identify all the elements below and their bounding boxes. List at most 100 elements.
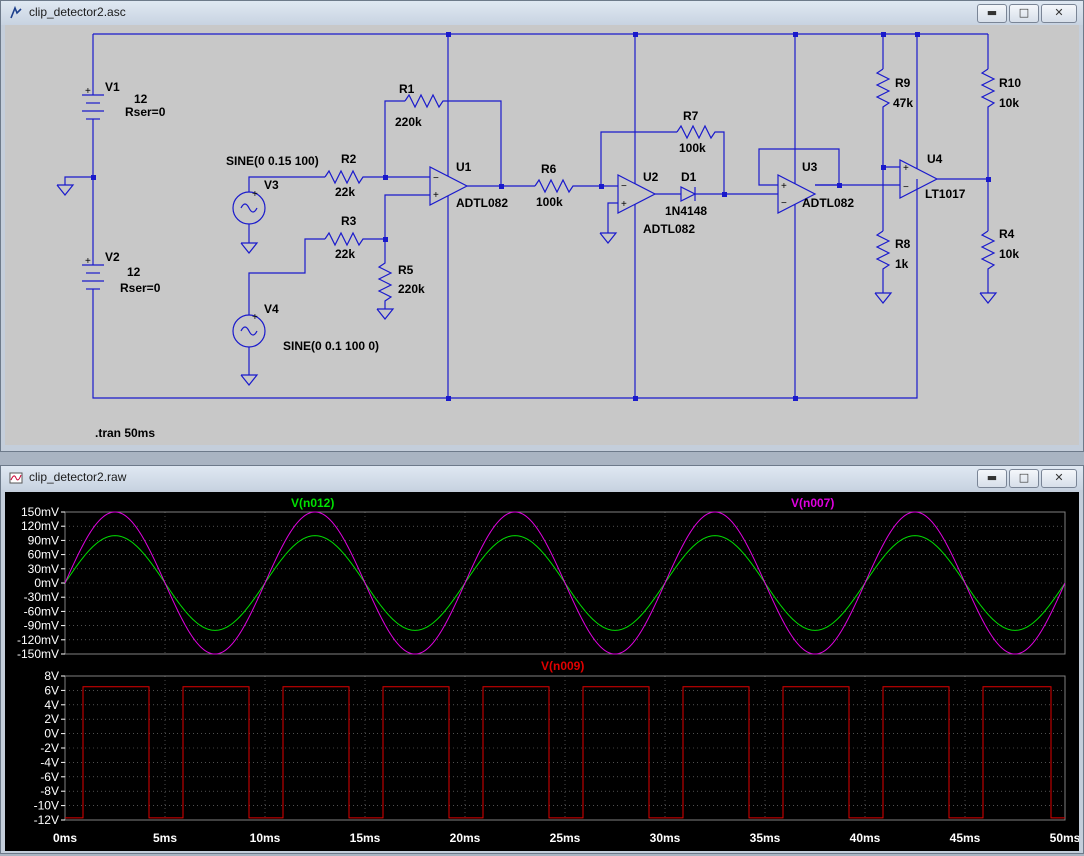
top-pane-y-tick-label: -60mV [24, 604, 59, 618]
schematic-drawing[interactable]: −+ −+ +− +− ++ ++ V1 12 Rser=0 V2 12 Rse… [5, 25, 1079, 445]
svg-text:+: + [252, 312, 258, 323]
r4-name: R4 [999, 227, 1015, 241]
svg-text:−: − [621, 181, 627, 192]
r5-name: R5 [398, 263, 414, 277]
close-button[interactable]: ✕ [1041, 469, 1077, 488]
r7-name: R7 [683, 109, 699, 123]
bottom-pane-y-tick-label: -2V [40, 741, 59, 755]
minimize-button[interactable]: ▬ [977, 4, 1007, 23]
schematic-canvas[interactable]: −+ −+ +− +− ++ ++ V1 12 Rser=0 V2 12 Rse… [5, 25, 1079, 445]
minimize-button[interactable]: ▬ [977, 469, 1007, 488]
trace-label-v-n007[interactable]: V(n007) [791, 496, 834, 510]
bottom-pane-y-tick-label: -10V [34, 799, 59, 813]
close-button[interactable]: ✕ [1041, 4, 1077, 23]
svg-text:+: + [781, 181, 787, 192]
r10-value: 10k [999, 96, 1019, 110]
tran-directive: .tran 50ms [95, 426, 155, 440]
trace-label-v-n012[interactable]: V(n012) [291, 496, 334, 510]
top-pane-y-tick-label: 0mV [34, 576, 59, 590]
r10-name: R10 [999, 76, 1021, 90]
u3-value: ADTL082 [802, 196, 854, 210]
schematic-window-title: clip_detector2.asc [29, 5, 126, 19]
x-tick-label: 50ms [1050, 831, 1079, 845]
x-tick-label: 15ms [350, 831, 381, 845]
r6-name: R6 [541, 162, 557, 176]
svg-text:+: + [433, 190, 439, 201]
r9-value: 47k [893, 96, 913, 110]
v1-param: Rser=0 [125, 105, 166, 119]
waveform-file-icon [9, 472, 23, 484]
x-tick-label: 35ms [750, 831, 781, 845]
svg-text:+: + [252, 189, 258, 200]
r6-value: 100k [536, 195, 563, 209]
r2-name: R2 [341, 152, 357, 166]
maximize-button[interactable]: □ [1009, 4, 1039, 23]
bottom-pane-y-tick-label: -12V [34, 813, 59, 827]
svg-text:+: + [903, 163, 909, 174]
bottom-pane-y-tick-label: 2V [44, 712, 59, 726]
waveform-plot[interactable]: 150mV120mV90mV60mV30mV0mV-30mV-60mV-90mV… [5, 492, 1081, 851]
maximize-button[interactable]: □ [1009, 469, 1039, 488]
u2-value: ADTL082 [643, 222, 695, 236]
v3-value: SINE(0 0.15 100) [226, 154, 319, 168]
r1-name: R1 [399, 82, 415, 96]
top-pane-y-tick-label: -120mV [17, 633, 59, 647]
wires [64, 33, 996, 399]
trace-v-n009 [65, 686, 1065, 819]
v1-name: V1 [105, 80, 120, 94]
top-pane-y-tick-label: -30mV [24, 590, 59, 604]
component-labels: V1 12 Rser=0 V2 12 Rser=0 SINE(0 0.15 10… [95, 76, 1021, 440]
u2-name: U2 [643, 170, 659, 184]
x-tick-label: 0ms [53, 831, 77, 845]
v2-value: 12 [127, 265, 141, 279]
r1-value: 220k [395, 115, 422, 129]
u1-name: U1 [456, 160, 472, 174]
r3-name: R3 [341, 214, 357, 228]
trace-label-v-n009[interactable]: V(n009) [541, 659, 584, 673]
bottom-pane-y-tick-label: -4V [40, 755, 59, 769]
v2-name: V2 [105, 250, 120, 264]
u4-value: LT1017 [925, 187, 966, 201]
x-tick-label: 20ms [450, 831, 481, 845]
trace-v-n007- [64, 511, 1066, 655]
v2-param: Rser=0 [120, 281, 161, 295]
r8-value: 1k [895, 257, 909, 271]
svg-text:+: + [85, 256, 91, 267]
opamp-pin-signs: −+ −+ +− +− ++ ++ [85, 86, 909, 323]
bottom-pane-y-tick-label: 8V [44, 669, 59, 683]
bottom-pane-y-tick-label: 6V [44, 683, 59, 697]
r7-value: 100k [679, 141, 706, 155]
top-pane-y-tick-label: 150mV [21, 505, 59, 519]
sine-glyphs [240, 203, 258, 336]
u3-name: U3 [802, 160, 818, 174]
top-pane-y-tick-label: -90mV [24, 619, 59, 633]
svg-text:−: − [433, 173, 439, 184]
x-tick-label: 30ms [650, 831, 681, 845]
traces [64, 511, 1066, 819]
svg-text:+: + [85, 86, 91, 97]
schematic-titlebar[interactable]: clip_detector2.asc ▬ □ ✕ [1, 1, 1083, 25]
ltspice-schematic-icon [10, 6, 22, 19]
x-tick-label: 5ms [153, 831, 177, 845]
r3-value: 22k [335, 247, 355, 261]
top-pane-y-tick-label: 30mV [28, 562, 59, 576]
x-tick-label: 10ms [250, 831, 281, 845]
u4-name: U4 [927, 152, 943, 166]
waveform-window-title: clip_detector2.raw [29, 470, 127, 484]
r8-name: R8 [895, 237, 911, 251]
x-tick-label: 45ms [950, 831, 981, 845]
r4-value: 10k [999, 247, 1019, 261]
waveform-titlebar[interactable]: clip_detector2.raw ▬ □ ✕ [1, 466, 1083, 490]
bottom-pane-y-tick-label: -6V [40, 770, 59, 784]
v4-name: V4 [264, 302, 279, 316]
v3-name: V3 [264, 178, 279, 192]
ground-symbols [56, 184, 998, 386]
bottom-pane-y-tick-label: -8V [40, 784, 59, 798]
bottom-pane-grid [64, 675, 1066, 821]
schematic-window: clip_detector2.asc ▬ □ ✕ [0, 0, 1084, 452]
bottom-pane-y-tick-label: 0V [44, 727, 59, 741]
